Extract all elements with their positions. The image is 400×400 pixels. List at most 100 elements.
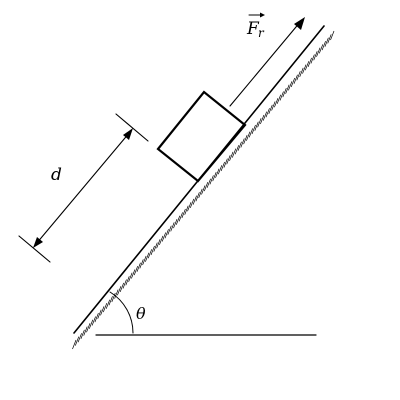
hatch-stroke: [282, 87, 287, 98]
force-arrow-shaft: [229, 20, 302, 107]
distance-label: d: [51, 165, 62, 185]
hatch-stroke: [86, 323, 91, 333]
hatch-stroke: [274, 98, 279, 108]
hatch-stroke: [240, 138, 245, 148]
hatch-stroke: [164, 229, 169, 239]
hatch-stroke: [330, 30, 335, 41]
hatch-stroke: [74, 336, 80, 346]
hatch-stroke: [189, 198, 195, 209]
block: [156, 90, 247, 183]
hatch-stroke: [88, 319, 94, 329]
hatch-stroke: [248, 128, 254, 138]
force-arrowhead: [294, 17, 305, 30]
hatch-stroke: [195, 192, 200, 202]
hatch-stroke: [150, 245, 155, 256]
hatch-stroke: [206, 178, 211, 188]
hatch-stroke: [133, 265, 139, 276]
hatch-stroke: [293, 74, 298, 84]
hatch-stroke: [234, 145, 240, 155]
hatch-stroke: [262, 111, 268, 121]
force-label: F r: [246, 12, 265, 40]
hatch-stroke: [80, 329, 85, 340]
hatch-stroke: [310, 54, 315, 64]
hatch-stroke: [260, 114, 265, 125]
hatch-stroke: [167, 225, 172, 235]
hatch-stroke: [231, 148, 237, 158]
hatch-stroke: [125, 276, 130, 286]
hatch-stroke: [111, 292, 116, 303]
angle-label: θ: [136, 304, 146, 323]
dimension-arrowhead-bottom: [33, 237, 43, 248]
hatch-stroke: [128, 272, 133, 282]
hatch-stroke: [153, 242, 158, 252]
force-vector-bar-arrowhead: [260, 12, 265, 18]
hatch-stroke: [268, 104, 273, 115]
hatch-stroke: [212, 171, 217, 182]
hatch-stroke: [217, 165, 223, 175]
hatch-stroke: [237, 141, 242, 151]
hatch-stroke: [198, 188, 203, 199]
hatch-stroke: [184, 205, 189, 215]
hatch-stroke: [147, 249, 153, 259]
hatch-stroke: [117, 286, 122, 296]
hatch-stroke: [105, 299, 111, 309]
hatch-stroke: [72, 339, 77, 350]
hatch-stroke: [299, 67, 304, 78]
hatch-stroke: [243, 134, 248, 145]
hatch-stroke: [318, 44, 324, 54]
hatch-stroke: [119, 282, 125, 293]
hatch-stroke: [77, 333, 82, 343]
hatch-stroke: [136, 262, 141, 272]
hatch-stroke: [276, 94, 282, 104]
hatch-stroke: [108, 296, 113, 306]
hatch-stroke: [288, 81, 293, 91]
hatch-stroke: [175, 215, 181, 225]
hatch-stroke: [271, 101, 276, 111]
force-label-subscript: r: [258, 26, 265, 40]
hatch-stroke: [97, 309, 102, 319]
hatch-stroke: [279, 91, 284, 101]
hatch-stroke: [114, 289, 119, 299]
angle-arc: [109, 291, 134, 334]
hatch-stroke: [285, 84, 290, 94]
hatch-stroke: [187, 202, 192, 212]
hatch-stroke: [324, 37, 329, 47]
hatch-stroke: [91, 316, 96, 326]
dimension-arrowhead-top: [123, 128, 133, 140]
hatch-stroke: [296, 71, 301, 81]
hatch-stroke: [145, 252, 150, 262]
hatch-stroke: [327, 34, 332, 44]
hatch-stroke: [220, 161, 225, 172]
dimension-tick-bottom: [18, 235, 51, 263]
hatch-stroke: [251, 124, 256, 135]
force-label-symbol: F: [246, 19, 260, 39]
hatch-stroke: [265, 108, 270, 118]
dimension-line: [35, 131, 131, 245]
hatch-stroke: [173, 218, 178, 229]
hatch-stroke: [161, 232, 167, 242]
hatch-stroke: [209, 175, 214, 185]
hatch-stroke: [192, 195, 197, 205]
hatch-stroke: [131, 269, 136, 279]
hatch-stroke: [304, 61, 310, 71]
hatch-stroke: [215, 168, 220, 178]
dimension-tick-top: [115, 113, 149, 142]
hatch-stroke: [290, 77, 296, 88]
hatch-stroke: [226, 155, 231, 165]
hatch-stroke: [313, 51, 318, 61]
hatch-stroke: [102, 302, 108, 313]
hatch-stroke: [201, 185, 206, 195]
hatch-stroke: [156, 239, 161, 249]
hatch-stroke: [181, 208, 186, 219]
hatch-stroke: [170, 222, 175, 232]
hatch-stroke: [139, 259, 144, 269]
hatch-stroke: [100, 306, 105, 316]
hatch-stroke: [302, 64, 307, 74]
incline-hatching: [72, 30, 335, 350]
hatch-stroke: [83, 326, 88, 336]
hatch-stroke: [229, 151, 234, 162]
hatch-stroke: [321, 40, 326, 51]
hatch-stroke: [178, 212, 183, 222]
hatch-stroke: [122, 279, 127, 289]
